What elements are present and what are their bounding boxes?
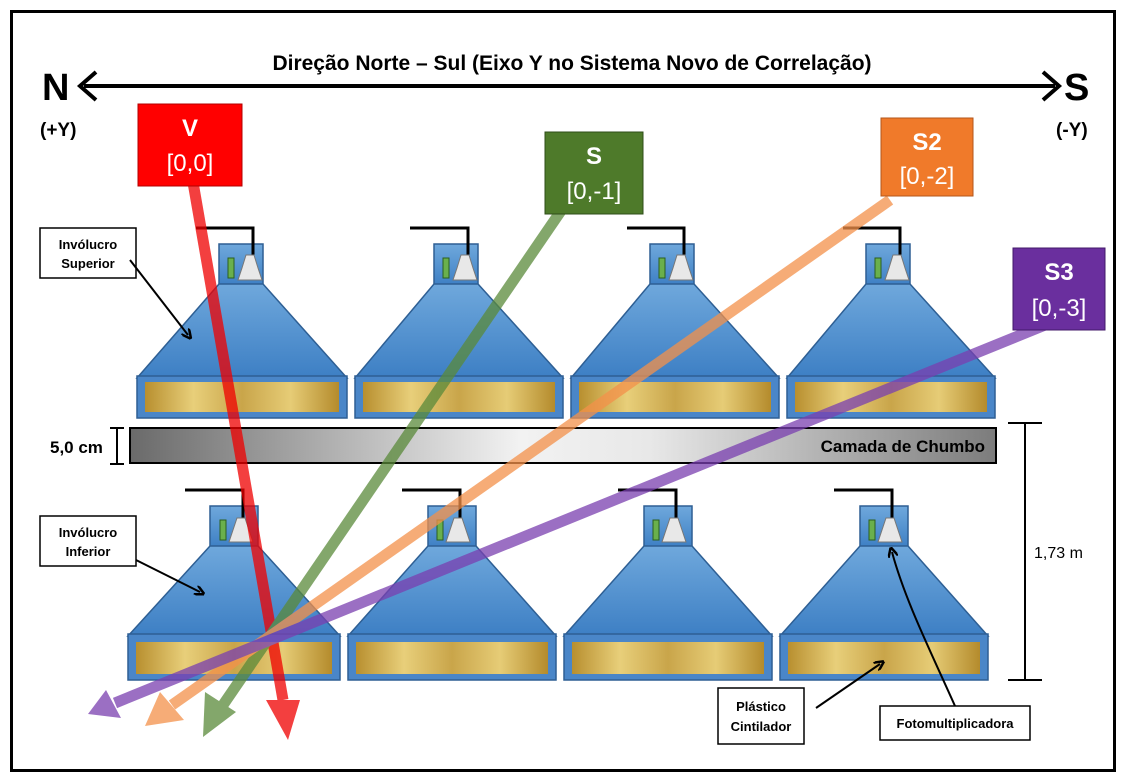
lead-thickness-marker: 5,0 cm bbox=[50, 427, 124, 465]
photomultiplier-icon bbox=[668, 254, 694, 281]
trajectory-v bbox=[184, 164, 300, 740]
photomultiplier-icon bbox=[237, 254, 263, 281]
photomultiplier-icon bbox=[445, 517, 471, 543]
callout-text: Fotomultiplicadora bbox=[897, 716, 1015, 731]
south-arrowhead bbox=[1041, 70, 1063, 102]
trajectory-s bbox=[203, 201, 570, 737]
station-s: S [0,-1] bbox=[544, 131, 644, 215]
height-label: 1,73 m bbox=[1034, 545, 1083, 562]
callout-scintillator: Plástico Cintilador bbox=[717, 664, 880, 745]
photomultiplier-icon bbox=[877, 517, 903, 543]
callout-line-2: Inferior bbox=[66, 544, 111, 559]
station-coords: [0,-3] bbox=[1032, 295, 1087, 322]
photomultiplier-icon bbox=[452, 254, 478, 281]
station-name: S bbox=[586, 143, 602, 170]
trajectory-arrows bbox=[88, 164, 1048, 740]
scintillator-plate bbox=[356, 642, 548, 674]
lower-detector-3 bbox=[562, 488, 774, 681]
callout-upper-enclosure: Invólucro Superior bbox=[39, 227, 188, 335]
lower-detector-4 bbox=[778, 488, 990, 681]
lower-detector-row bbox=[126, 488, 990, 681]
height-marker: 1,73 m bbox=[1008, 422, 1083, 681]
upper-detector-2 bbox=[353, 226, 565, 419]
trajectory-s2 bbox=[145, 195, 894, 726]
upper-detector-row bbox=[135, 226, 997, 419]
scintillator-plate bbox=[363, 382, 555, 412]
scintillator-plate bbox=[572, 642, 764, 674]
trajectory-s3 bbox=[88, 319, 1048, 718]
station-s2: S2 [0,-2] bbox=[880, 117, 974, 197]
north-label: N bbox=[42, 67, 69, 109]
station-name: S3 bbox=[1044, 259, 1073, 286]
station-coords: [0,-1] bbox=[567, 178, 622, 205]
north-south-axis: Direção Norte – Sul (Eixo Y no Sistema N… bbox=[40, 48, 1089, 141]
station-name: V bbox=[182, 115, 198, 142]
callout-line-1: Invólucro bbox=[59, 237, 118, 252]
station-v: V [0,0] bbox=[137, 103, 243, 187]
callout-lower-enclosure: Invólucro Inferior bbox=[39, 515, 200, 592]
north-arrowhead bbox=[76, 70, 98, 102]
callout-line-2: Cintilador bbox=[731, 719, 792, 734]
station-coords: [0,0] bbox=[167, 150, 214, 177]
callout-line-1: Plástico bbox=[736, 699, 786, 714]
upper-detector-3 bbox=[569, 226, 781, 419]
scintillator-plate bbox=[788, 642, 980, 674]
axis-title: Direção Norte – Sul (Eixo Y no Sistema N… bbox=[272, 52, 871, 75]
lower-detector-2 bbox=[346, 488, 558, 681]
photomultiplier-icon bbox=[661, 517, 687, 543]
station-s3: S3 [0,-3] bbox=[1012, 247, 1106, 331]
station-coords: [0,-2] bbox=[900, 163, 955, 190]
lead-layer: Camada de Chumbo bbox=[129, 427, 997, 464]
callout-line-1: Invólucro bbox=[59, 525, 118, 540]
lead-thickness-label: 5,0 cm bbox=[50, 438, 103, 457]
north-sign: (+Y) bbox=[40, 120, 76, 141]
scintillator-plate bbox=[145, 382, 339, 412]
south-label: S bbox=[1064, 67, 1089, 109]
photomultiplier-icon bbox=[884, 254, 910, 281]
upper-detector-1 bbox=[135, 226, 349, 419]
lead-layer-label: Camada de Chumbo bbox=[821, 437, 985, 456]
station-name: S2 bbox=[912, 129, 941, 156]
callout-photomultiplier: Fotomultiplicadora bbox=[879, 552, 1031, 741]
south-sign: (-Y) bbox=[1056, 120, 1088, 141]
callout-line-2: Superior bbox=[61, 256, 114, 271]
